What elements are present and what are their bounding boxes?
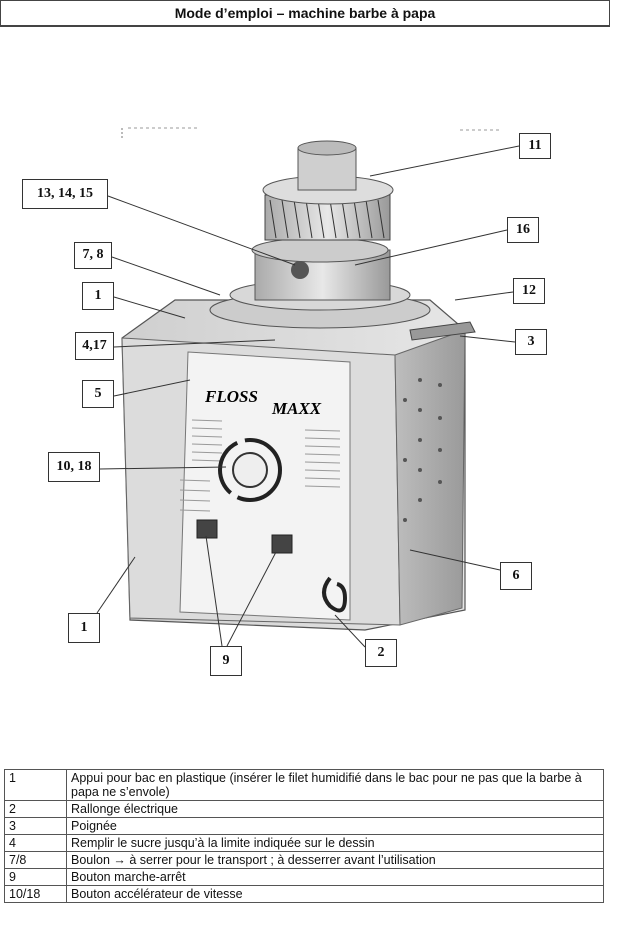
- callout-6: 6: [500, 562, 532, 590]
- legend-text: Bouton marche-arrêt: [66, 868, 604, 886]
- callout-1-bottom: 1: [68, 613, 100, 643]
- callout-2: 2: [365, 639, 397, 667]
- legend-num: 9: [4, 868, 67, 886]
- callout-3: 3: [515, 329, 547, 355]
- callout-10-18: 10, 18: [48, 452, 100, 482]
- legend-num: 7/8: [4, 851, 67, 869]
- callout-5: 5: [82, 380, 114, 408]
- page-title: Mode d’emploi – machine barbe à papa: [0, 0, 610, 27]
- legend-text: Rallonge électrique: [66, 800, 604, 818]
- callout-13-14-15: 13, 14, 15: [22, 179, 108, 209]
- table-row: 4 Remplir le sucre jusqu’à la limite ind…: [4, 834, 604, 852]
- callout-16: 16: [507, 217, 539, 243]
- brand-right: MAXX: [271, 399, 322, 418]
- legend-text: Bouton accélérateur de vitesse: [66, 885, 604, 903]
- legend-text: Appui pour bac en plastique (insérer le …: [66, 769, 604, 801]
- table-row: 2 Rallonge électrique: [4, 800, 604, 818]
- legend-num: 2: [4, 800, 67, 818]
- table-row: 7/8 Boulon → à serrer pour le transport …: [4, 851, 604, 869]
- callout-7-8: 7, 8: [74, 242, 112, 269]
- legend-num: 3: [4, 817, 67, 835]
- callout-4-17: 4,17: [75, 332, 114, 360]
- table-row: 10/18 Bouton accélérateur de vitesse: [4, 885, 604, 903]
- table-row: 9 Bouton marche-arrêt: [4, 868, 604, 886]
- legend-num: 4: [4, 834, 67, 852]
- legend-num: 1: [4, 769, 67, 801]
- legend-text: Remplir le sucre jusqu’à la limite indiq…: [66, 834, 604, 852]
- machine-illustration: FLOSS MAXX: [96, 127, 520, 648]
- legend-num: 10/18: [4, 885, 67, 903]
- table-row: 1 Appui pour bac en plastique (insérer l…: [4, 769, 604, 801]
- legend-text: Poignée: [66, 817, 604, 835]
- legend-table: 1 Appui pour bac en plastique (insérer l…: [4, 769, 604, 903]
- table-row: 3 Poignée: [4, 817, 604, 835]
- callout-9: 9: [210, 646, 242, 676]
- callout-11: 11: [519, 133, 551, 159]
- legend-text: Boulon → à serrer pour le transport ; à …: [66, 851, 604, 869]
- callout-1-top: 1: [82, 282, 114, 310]
- callout-12: 12: [513, 278, 545, 304]
- machine-diagram: FLOSS MAXX: [0, 100, 618, 690]
- brand-left: FLOSS: [204, 387, 258, 406]
